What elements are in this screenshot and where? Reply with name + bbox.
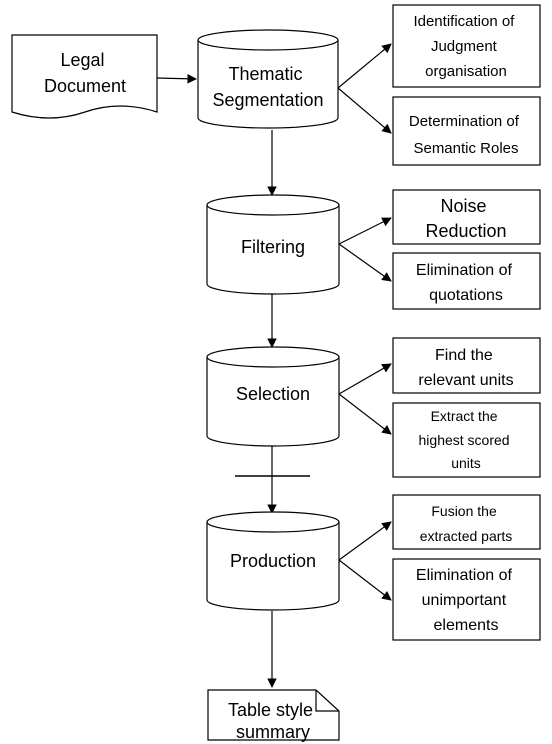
- output-elimination-of-quotations: Elimination of quotations: [392, 252, 541, 310]
- stage-thematic-segmentation: Thematic Segmentation: [197, 29, 339, 129]
- arrow-selection-to-find: [338, 363, 392, 395]
- arrow-production-to-elimination: [338, 559, 392, 601]
- arrow-selection-to-extract: [338, 393, 392, 435]
- svg-text:Elimination of quotation: Elimination of quotations: [416, 262, 516, 304]
- stage-selection: Selection: [206, 346, 340, 447]
- output-elimination-of-unimportant-elements: Elimination of unimportant elements: [392, 558, 541, 641]
- svg-text:Determination of Semanti: Determination of Semantic Roles: [409, 113, 523, 157]
- svg-text:Find the relevant units: Find the relevant units: [418, 347, 513, 389]
- stage-2-label: Filtering: [241, 237, 305, 257]
- legal-document-line-1: Legal: [60, 50, 104, 70]
- svg-text:Identification of Judgme: Identification of Judgment organisation: [413, 13, 518, 80]
- stage-1-label-line-1: Thematic: [228, 64, 302, 84]
- output-determination-of-semantic-roles: Determination of Semantic Roles: [392, 96, 541, 166]
- arrow-filtering-to-quotations: [338, 243, 392, 282]
- svg-text:Production: Production: [230, 551, 316, 571]
- stage-filtering: Filtering: [206, 194, 340, 295]
- summary-document-node: Table style summary: [207, 689, 340, 742]
- svg-text:Extract the highest scor: Extract the highest scored units: [419, 408, 514, 471]
- arrow-production-to-fusion: [338, 521, 392, 561]
- output-identification-of-judgment-organisation: Identification of Judgment organisation: [392, 4, 541, 88]
- output-extract-the-highest-scored-units: Extract the highest scored units: [392, 402, 541, 478]
- svg-text:Elimination of unimporta: Elimination of unimportant elements: [416, 567, 516, 634]
- legal-document-node: Legal Document: [11, 34, 158, 119]
- summary-line-1: Table style: [228, 700, 313, 720]
- arrow-segmentation-to-determination: [337, 87, 392, 134]
- svg-text:Table style summary: Table style summary: [228, 700, 318, 742]
- output-noise-reduction: Noise Reduction: [392, 189, 541, 245]
- svg-text:Selection: Selection: [236, 384, 310, 404]
- svg-text:Noise Reduction: Noise Reduction: [425, 196, 506, 241]
- svg-text:Thematic Segmentation: Thematic Segmentation: [212, 64, 323, 110]
- output-fusion-the-extracted-parts: Fusion the extracted parts: [392, 494, 541, 550]
- svg-text:Legal Document: Legal Document: [44, 50, 126, 96]
- svg-text:Filtering: Filtering: [241, 237, 305, 257]
- summary-line-2: summary: [236, 722, 310, 742]
- stage-production: Production: [206, 511, 340, 611]
- stage-1-label-line-2: Segmentation: [212, 90, 323, 110]
- arrow-filtering-to-noise: [338, 217, 392, 245]
- legal-document-line-2: Document: [44, 76, 126, 96]
- arrow-doc-to-segmentation: [156, 73, 197, 84]
- arrow-segmentation-to-identification: [337, 43, 392, 89]
- stage-3-label: Selection: [236, 384, 310, 404]
- stage-4-label: Production: [230, 551, 316, 571]
- svg-text:Fusion the extracted par: Fusion the extracted parts: [420, 503, 513, 544]
- output-find-the-relevant-units: Find the relevant units: [392, 337, 541, 394]
